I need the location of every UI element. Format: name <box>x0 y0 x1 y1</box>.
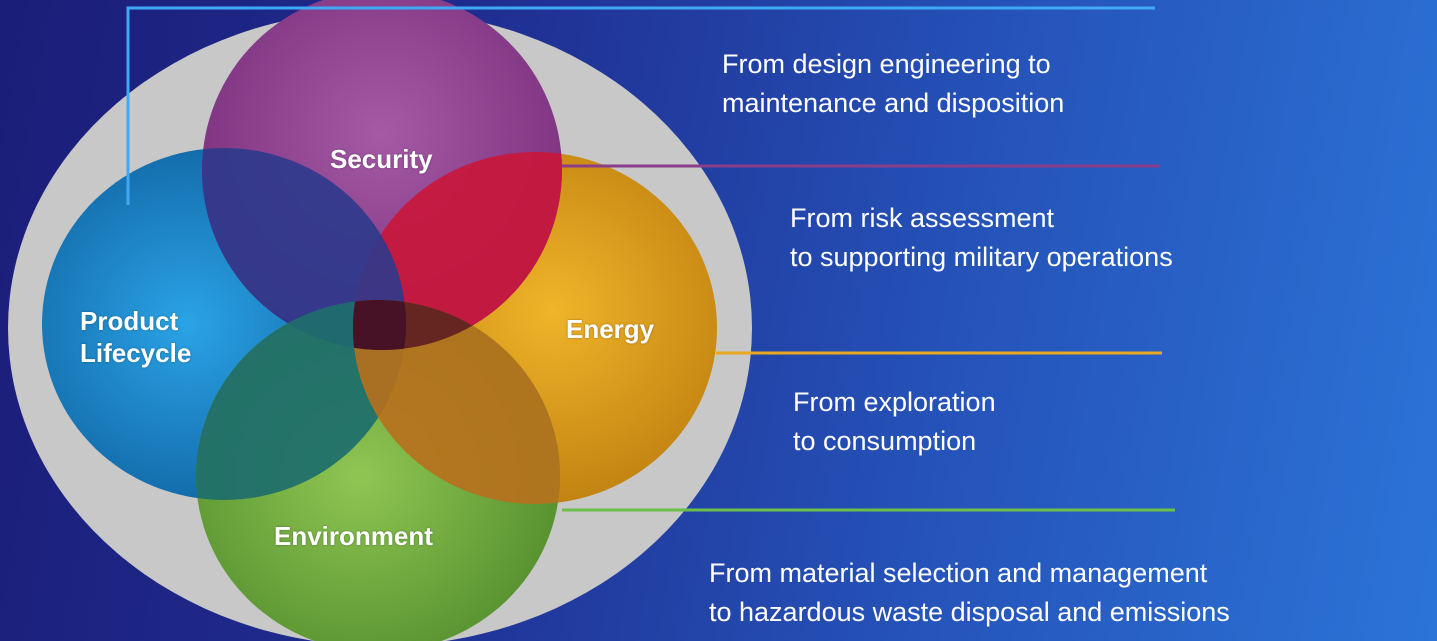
security-label-text: Security <box>330 144 433 174</box>
environment-label-text: Environment <box>274 521 433 551</box>
product-lifecycle-caption: From design engineering to maintenance a… <box>722 45 1064 123</box>
product-lifecycle-caption-line-1: From design engineering to <box>722 49 1051 79</box>
security-label: Security <box>330 143 433 175</box>
product-lifecycle-label-line-2: Lifecycle <box>80 338 192 368</box>
energy-label-text: Energy <box>566 314 655 344</box>
security-caption-line-2: to supporting military operations <box>790 242 1173 272</box>
energy-caption: From exploration to consumption <box>793 383 996 461</box>
product-lifecycle-label: Product Lifecycle <box>80 305 191 369</box>
security-caption-line-1: From risk assessment <box>790 203 1055 233</box>
environment-caption: From material selection and management t… <box>709 554 1230 632</box>
product-lifecycle-label-line-1: Product <box>80 306 179 336</box>
product-lifecycle-connector <box>126 6 1155 205</box>
environment-caption-line-2: to hazardous waste disposal and emission… <box>709 597 1230 627</box>
product-lifecycle-caption-line-2: maintenance and disposition <box>722 88 1065 118</box>
energy-caption-line-2: to consumption <box>793 426 977 456</box>
environment-caption-line-1: From material selection and management <box>709 558 1208 588</box>
environment-label: Environment <box>274 520 433 552</box>
security-caption: From risk assessment to supporting milit… <box>790 199 1173 277</box>
energy-label: Energy <box>566 313 654 345</box>
energy-caption-line-1: From exploration <box>793 387 996 417</box>
